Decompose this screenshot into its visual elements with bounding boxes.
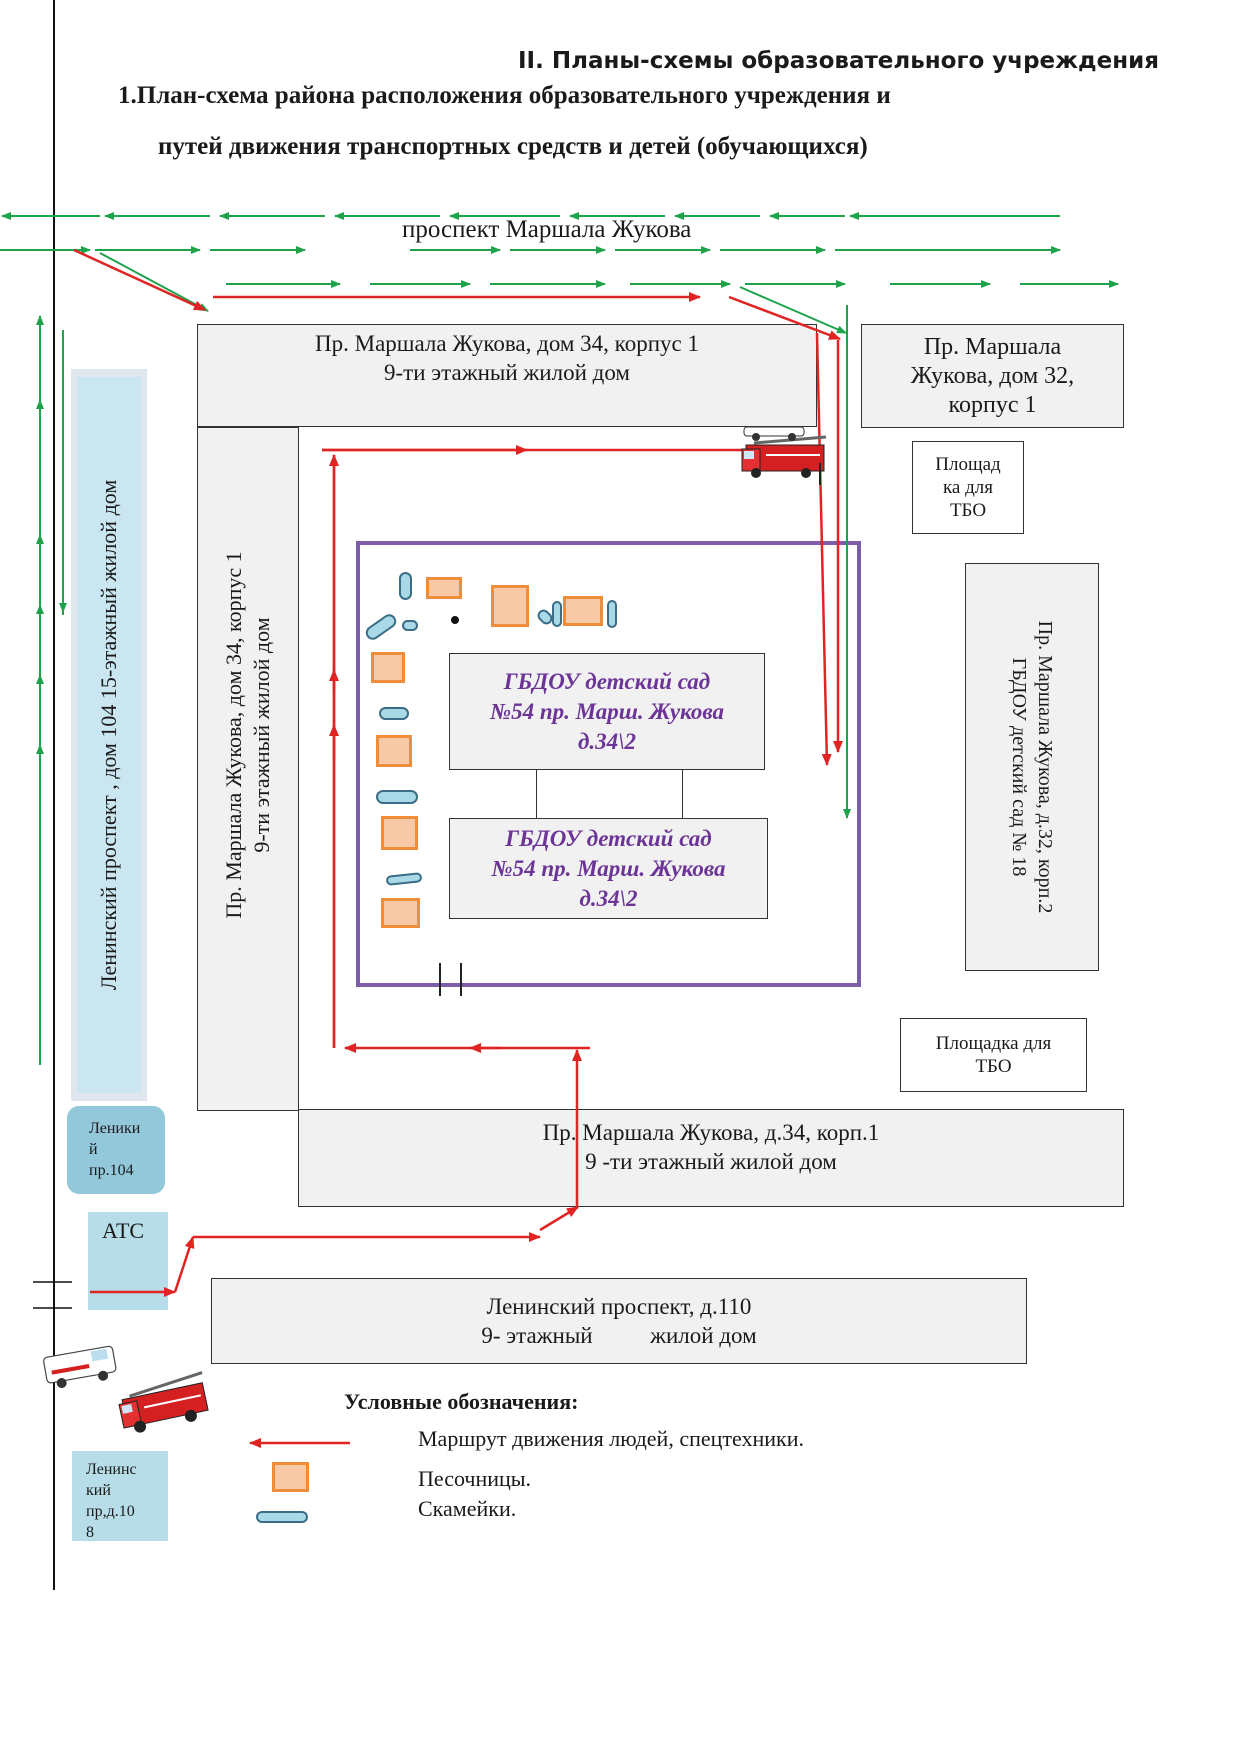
building-line: Пр. Маршала [923,333,1062,360]
street-label-top: проспект Маршала Жукова [402,216,692,243]
kindergarten-block-b: ГБДОУ детский сад №54 пр. Марш. Жукова д… [449,818,768,919]
sandbox-icon [426,577,462,599]
route-arrow [815,332,832,766]
waste-area-line: ка для [942,477,993,498]
route-arrow [73,248,206,312]
bench-icon [399,572,412,600]
building-line: Пр. Маршала Жукова, дом 34, корпус 1 [315,331,699,356]
building-line: 9 -ти этажный жилой дом [585,1149,837,1174]
building-leniki104: Леники й пр.104 [67,1106,165,1194]
building-leninsky108: Ленинс кий пр,д.10 8 [72,1451,168,1541]
title-line-2: путей движения транспортных средств и де… [158,133,868,160]
pole-icon [451,616,459,624]
kindergarten-boundary [356,541,861,987]
car-icon [743,426,805,441]
building-line: 9-ти этажный жилой дом [384,360,630,385]
bench-icon [379,707,409,720]
traffic-arrow [739,286,847,334]
waste-area-1: Площад ка для ТБО [912,441,1024,534]
legend-title: Условные обозначения: [344,1389,579,1414]
sandbox-icon [491,585,529,627]
building-zhukova32: Пр. Маршала Жукова, дом 32, корпус 1 [861,324,1124,428]
legend-sandbox-icon [272,1462,309,1492]
kindergarten-line: д.34\2 [579,885,638,911]
kindergarten-line: №54 пр. Марш. Жукова [490,698,724,724]
section-heading: II. Планы-схемы образовательного учрежде… [518,48,1159,74]
legend-bench-label: Скамейки. [418,1496,517,1521]
building-line: 8 [86,1524,94,1541]
building-line: Пр. Маршала Жукова, д.34, корп.1 [542,1120,880,1145]
building-line: Ленинс [86,1461,137,1478]
legend-sandbox-label: Песочницы. [418,1466,532,1491]
building-line: Ленинский проспект, д.110 [486,1294,752,1319]
waste-area-line: Площад [935,454,1001,475]
building-line: Жукова, дом 32, [910,362,1075,389]
building-ats-label: АТС [102,1218,145,1243]
route-arrow [539,1205,579,1232]
traffic-arrow [99,252,209,312]
legend-bench-icon [256,1511,308,1523]
ambulance-icon [43,1345,117,1389]
kindergarten-line: ГБДОУ детский сад [503,668,711,694]
building-leninsky104: Ленинский проспект , дом 104 15-этажный … [71,369,147,1101]
building-line: й [89,1141,98,1158]
title-line-1: 1.План-схема района расположения образов… [118,82,891,109]
building-zhukova32-k2 [965,563,1099,971]
sandbox-icon [381,898,420,928]
building-zhukova34-left [197,427,299,1111]
building-leninsky110: Ленинский проспект, д.110 9- этажный жил… [211,1278,1027,1364]
kindergarten-line: ГБДОУ детский сад [505,825,712,851]
building-zhukova34-top: Пр. Маршала Жукова, дом 34, корпус 1 9-т… [197,324,817,427]
building-ats: АТС [88,1212,168,1310]
building-line: корпус 1 [948,391,1037,418]
bench-icon [552,601,562,627]
building-line: пр,д.10 [86,1503,135,1520]
bench-icon [402,620,418,631]
waste-area-line: ТБО [949,500,987,521]
building-line: пр.104 [89,1162,134,1179]
bench-icon [607,600,617,628]
kindergarten-line: д.34\2 [577,728,637,754]
bench-icon [376,790,418,804]
sandbox-icon [371,652,405,683]
fire-truck-icon [741,435,827,485]
gate [439,963,441,996]
route-arrow [728,295,841,341]
gate [460,963,462,996]
waste-area-2: Площадка для ТБО [900,1018,1087,1092]
sandbox-icon [563,596,603,626]
legend-route-label: Маршрут движения людей, спецтехники. [418,1426,804,1451]
waste-area-line: ТБО [975,1056,1012,1077]
fire-truck-icon [118,1371,209,1433]
building-line: 9- этажный жилой дом [481,1323,757,1348]
waste-area-line: Площадка для [935,1033,1052,1054]
kindergarten-line: №54 пр. Марш. Жукова [491,855,726,881]
kindergarten-block-a: ГБДОУ детский сад №54 пр. Марш. Жукова д… [449,653,765,770]
sandbox-icon [376,735,412,767]
building-line: Леники [89,1120,141,1137]
building-line: кий [86,1482,111,1499]
sandbox-icon [381,816,418,850]
kindergarten-connector [536,770,683,818]
building-zhukova34-bottom: Пр. Маршала Жукова, д.34, корп.1 9 -ти э… [298,1109,1124,1207]
route-arrow [173,1236,195,1293]
